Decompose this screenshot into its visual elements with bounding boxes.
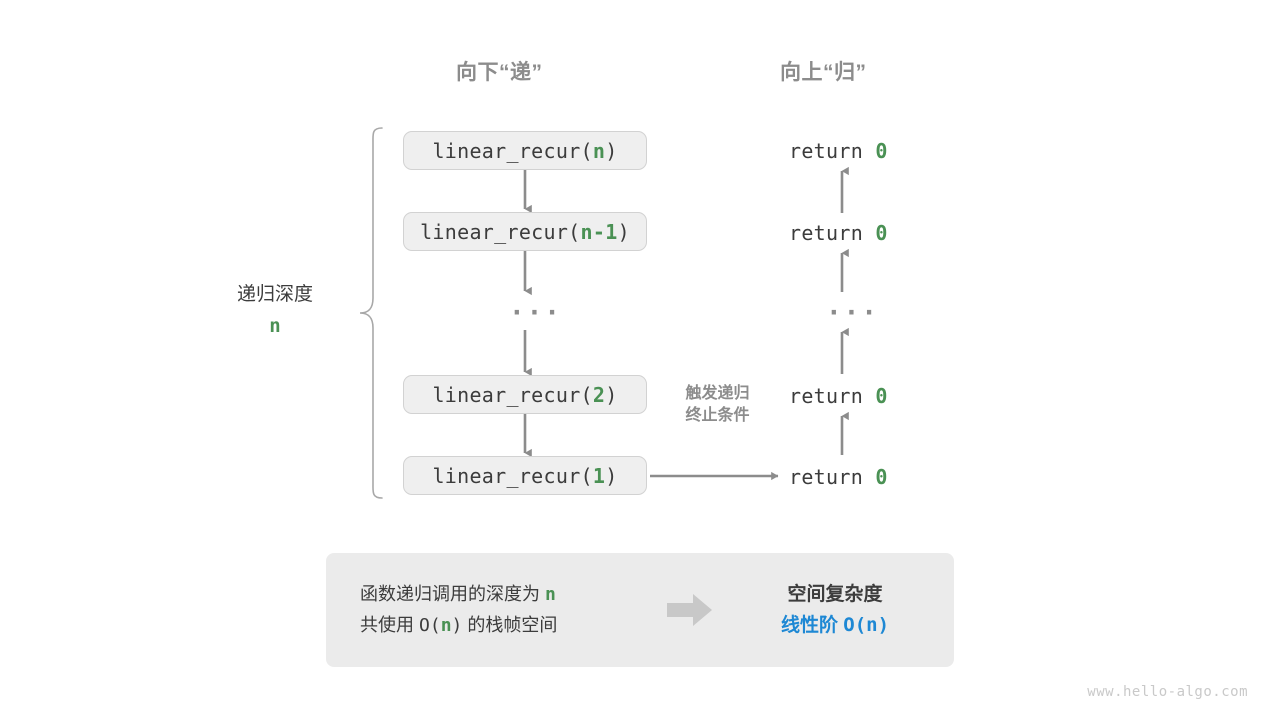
recursion-depth-value: n	[269, 314, 281, 337]
call-box-n-minus-1-prefix: linear_recur(	[420, 219, 581, 244]
call-box-n-prefix: linear_recur(	[432, 138, 593, 163]
space-complexity-value-text: 线性阶	[780, 615, 844, 636]
ellipsis-descend: ···	[509, 298, 562, 328]
return-keyword-1: return	[789, 139, 864, 163]
call-box-n-minus-1-suffix: )	[617, 219, 630, 244]
summary-line-1-text: 函数递归调用的深度为	[360, 583, 545, 604]
call-box-n-suffix: )	[605, 138, 618, 163]
call-box-n: linear_recur(n)	[403, 131, 647, 170]
return-statement-1: return 0	[789, 139, 888, 163]
summary-arrow-wrap	[656, 593, 724, 627]
column-header-descend: 向下“递”	[456, 61, 543, 84]
call-box-2-arg: 2	[592, 382, 606, 407]
return-keyword-3: return	[789, 384, 864, 408]
recursion-depth-text: 递归深度	[236, 284, 313, 305]
space-complexity-value: 线性阶 O(n)	[724, 610, 946, 641]
summary-line-1-highlight: n	[545, 583, 556, 605]
recursion-depth-label: 递归深度 n	[190, 281, 360, 340]
call-box-2: linear_recur(2)	[403, 375, 647, 414]
termination-note-line2: 终止条件	[685, 406, 750, 424]
return-keyword-2: return	[789, 221, 864, 245]
return-keyword-4: return	[789, 465, 864, 489]
termination-condition-note: 触发递归 终止条件	[655, 383, 780, 426]
summary-description: 函数递归调用的深度为 n 共使用 O(n) 的栈帧空间	[326, 579, 656, 642]
ellipsis-ascend: ···	[826, 298, 879, 328]
space-complexity-title: 空间复杂度	[787, 583, 883, 605]
right-arrow-icon	[667, 594, 712, 626]
call-box-n-minus-1: linear_recur(n-1)	[403, 212, 647, 251]
return-value-1: 0	[875, 139, 888, 163]
return-statement-2: return 0	[789, 221, 888, 245]
summary-line-2-text: 共使用	[360, 615, 420, 635]
call-box-1-suffix: )	[605, 463, 618, 488]
summary-line-2-o-close: )	[451, 615, 463, 636]
call-box-2-prefix: linear_recur(	[432, 382, 593, 407]
summary-conclusion: 空间复杂度 线性阶 O(n)	[724, 579, 954, 642]
summary-line-2-highlight: n	[440, 615, 452, 636]
return-value-2: 0	[875, 221, 888, 245]
call-box-n-minus-1-arg: n-1	[580, 219, 618, 244]
call-box-1-prefix: linear_recur(	[432, 463, 593, 488]
depth-brace-icon	[359, 127, 383, 499]
summary-line-1: 函数递归调用的深度为 n	[360, 579, 656, 611]
summary-panel: 函数递归调用的深度为 n 共使用 O(n) 的栈帧空间 空间复杂度 线性阶 O(…	[326, 553, 954, 667]
call-box-1-arg: 1	[592, 463, 606, 488]
return-statement-3: return 0	[789, 384, 888, 408]
call-box-n-arg: n	[592, 138, 606, 163]
call-box-2-suffix: )	[605, 382, 618, 407]
termination-note-line1: 触发递归	[685, 385, 750, 402]
call-box-1: linear_recur(1)	[403, 456, 647, 495]
summary-line-2: 共使用 O(n) 的栈帧空间	[360, 610, 656, 642]
summary-line-2-tail: 的栈帧空间	[462, 615, 558, 635]
summary-line-2-o-open: O(	[419, 615, 441, 636]
space-complexity-value-notation: O(n)	[843, 614, 890, 636]
return-value-3: 0	[875, 384, 888, 408]
watermark: www.hello-algo.com	[1087, 684, 1248, 700]
return-value-4: 0	[875, 465, 888, 489]
column-header-ascend: 向上“归”	[780, 61, 867, 84]
return-statement-4: return 0	[789, 465, 888, 489]
